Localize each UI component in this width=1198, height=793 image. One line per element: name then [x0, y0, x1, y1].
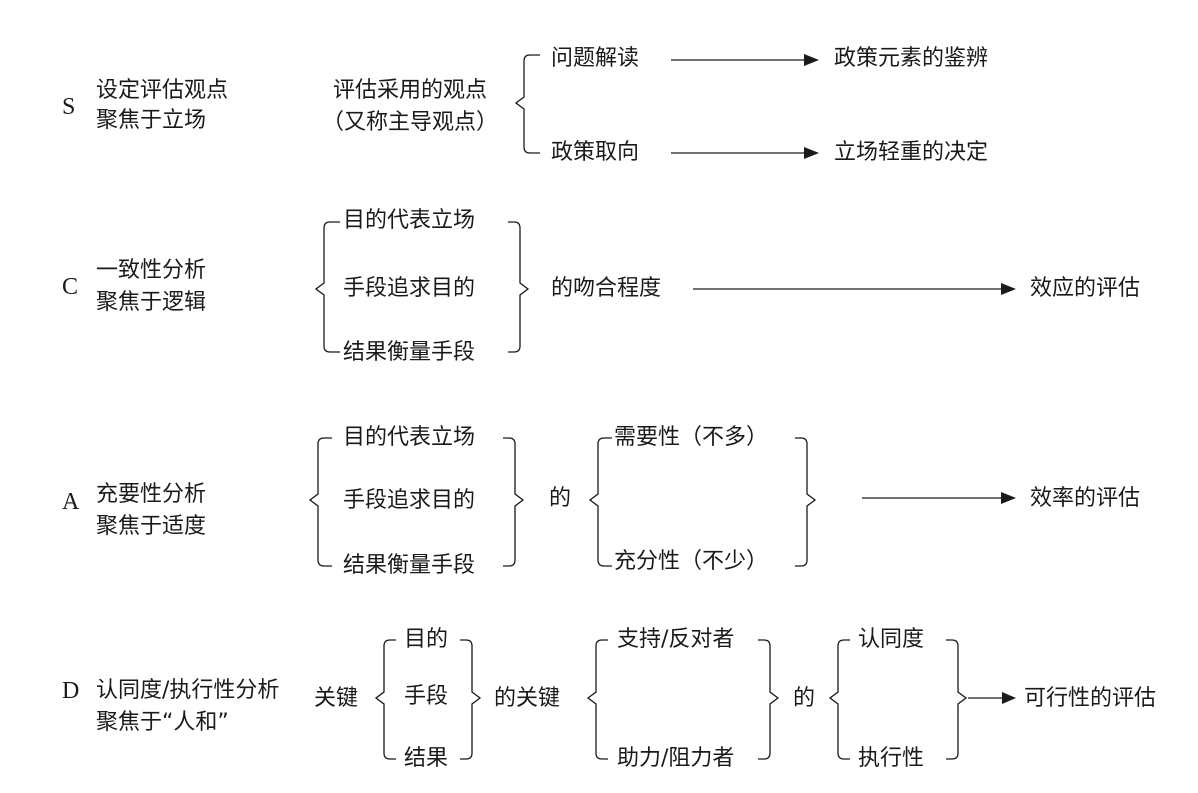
- a-title: 充要性分析: [96, 482, 207, 507]
- s-focus: 聚焦于立场: [96, 108, 207, 133]
- d-connector-1: 的关键: [494, 686, 561, 711]
- d-title: 认同度/执行性分析: [96, 678, 280, 703]
- c-brace-left: [314, 221, 340, 353]
- d-brace-right-1: [460, 639, 482, 760]
- s-title: 设定评估观点: [96, 78, 229, 103]
- s-item-1: 问题解读: [551, 46, 640, 71]
- s-arrowhead-1: [804, 54, 819, 66]
- s-item-2: 政策取向: [551, 140, 640, 165]
- d-brace-right-2: [758, 639, 780, 760]
- a-brace-right: [503, 437, 525, 567]
- s-result-1: 政策元素的鉴辨: [834, 46, 989, 71]
- a-arrowhead: [1001, 492, 1016, 504]
- c-brace-right: [508, 221, 530, 353]
- d-item-1: 目的: [404, 627, 449, 652]
- a-brace-left: [308, 437, 332, 567]
- c-connector: 的吻合程度: [551, 276, 662, 301]
- c-title: 一致性分析: [96, 258, 207, 283]
- a-need-2: 充分性（不少）: [614, 549, 769, 574]
- d-actor-2: 助力/阻力者: [617, 746, 735, 771]
- d-letter: D: [62, 678, 80, 704]
- s-brace: [514, 54, 540, 154]
- d-brace-left-1: [374, 639, 396, 760]
- a-brace-right-2: [795, 437, 817, 567]
- d-arrowhead: [1002, 692, 1016, 704]
- d-result: 可行性的评估: [1024, 686, 1157, 711]
- d-brace-right-3: [946, 639, 968, 760]
- d-outcome-1: 认同度: [858, 627, 925, 652]
- d-key-label: 关键: [314, 686, 359, 711]
- a-item-2: 手段追求目的: [343, 488, 476, 513]
- d-connector-2: 的: [793, 686, 816, 711]
- a-focus: 聚焦于适度: [96, 514, 207, 539]
- d-outcome-2: 执行性: [858, 746, 925, 771]
- c-item-3: 结果衡量手段: [343, 340, 476, 365]
- c-result: 效应的评估: [1030, 276, 1141, 301]
- s-letter: S: [62, 94, 76, 120]
- c-focus: 聚焦于逻辑: [96, 290, 207, 315]
- s-result-2: 立场轻重的决定: [834, 140, 989, 165]
- a-letter: A: [62, 489, 80, 515]
- d-actor-1: 支持/反对者: [617, 627, 735, 652]
- s-arrowhead-2: [804, 147, 819, 159]
- d-item-2: 手段: [404, 684, 449, 709]
- c-item-2: 手段追求目的: [343, 276, 476, 301]
- d-item-3: 结果: [404, 746, 449, 771]
- d-brace-left-2: [586, 639, 608, 760]
- a-connector: 的: [549, 486, 572, 511]
- a-item-1: 目的代表立场: [343, 425, 476, 450]
- s-view-line2: （又称主导观点）: [321, 110, 498, 135]
- s-view-line1: 评估采用的观点: [332, 78, 487, 103]
- d-focus: 聚焦于“人和”: [96, 710, 229, 735]
- a-need-1: 需要性（不多）: [614, 425, 769, 450]
- d-brace-left-3: [828, 639, 850, 760]
- c-letter: C: [62, 274, 79, 300]
- c-item-1: 目的代表立场: [343, 208, 476, 233]
- c-arrowhead: [1001, 283, 1016, 295]
- a-brace-left-2: [588, 437, 612, 567]
- a-result: 效率的评估: [1030, 486, 1141, 511]
- a-item-3: 结果衡量手段: [343, 553, 476, 578]
